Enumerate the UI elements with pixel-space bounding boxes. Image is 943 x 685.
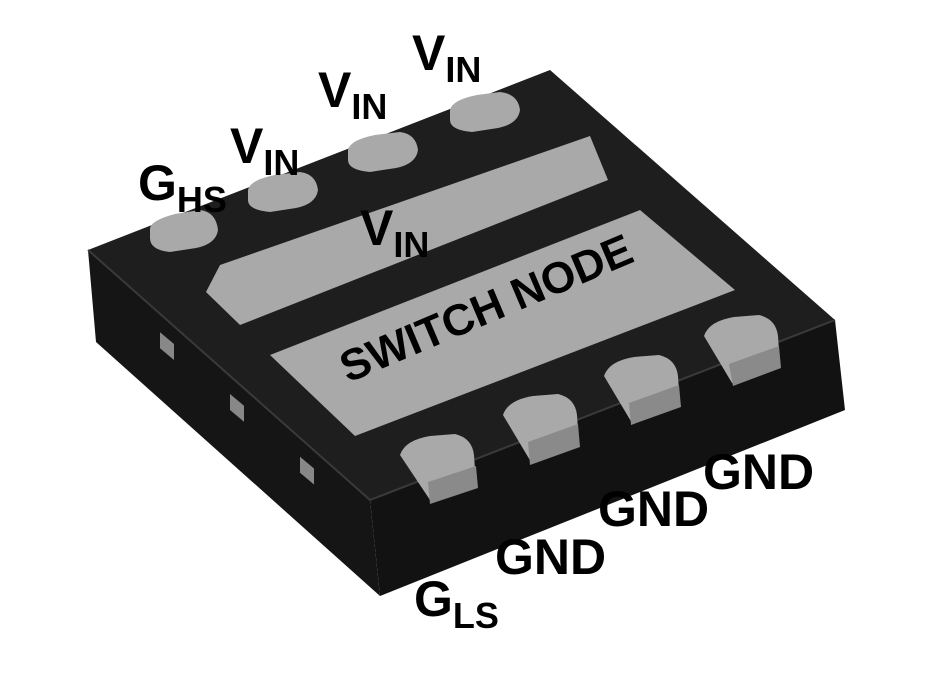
label-ghs: GHS bbox=[138, 155, 227, 220]
bottom-pads bbox=[400, 315, 781, 504]
label-gnd-1: GND bbox=[495, 529, 606, 585]
side-pin-mark bbox=[300, 456, 314, 485]
label-vin-pad: VIN bbox=[360, 200, 429, 265]
label-gnd-2: GND bbox=[598, 481, 709, 537]
switch-node-pad bbox=[270, 210, 735, 436]
label-gnd-3: GND bbox=[703, 444, 814, 500]
label-vin-3: VIN bbox=[412, 25, 481, 90]
label-gls: GLS bbox=[414, 571, 499, 636]
ghs-pad bbox=[150, 210, 218, 252]
vin-pad-3 bbox=[450, 92, 520, 132]
vin-pad-2 bbox=[348, 132, 418, 172]
side-pin-mark bbox=[160, 332, 174, 361]
vin-large-pad bbox=[206, 136, 608, 325]
label-vin-1: VIN bbox=[230, 118, 299, 183]
vin-pad-1 bbox=[248, 172, 318, 212]
side-pin-mark bbox=[230, 393, 244, 422]
package-front-face bbox=[370, 320, 845, 596]
label-vin-2: VIN bbox=[318, 62, 387, 127]
